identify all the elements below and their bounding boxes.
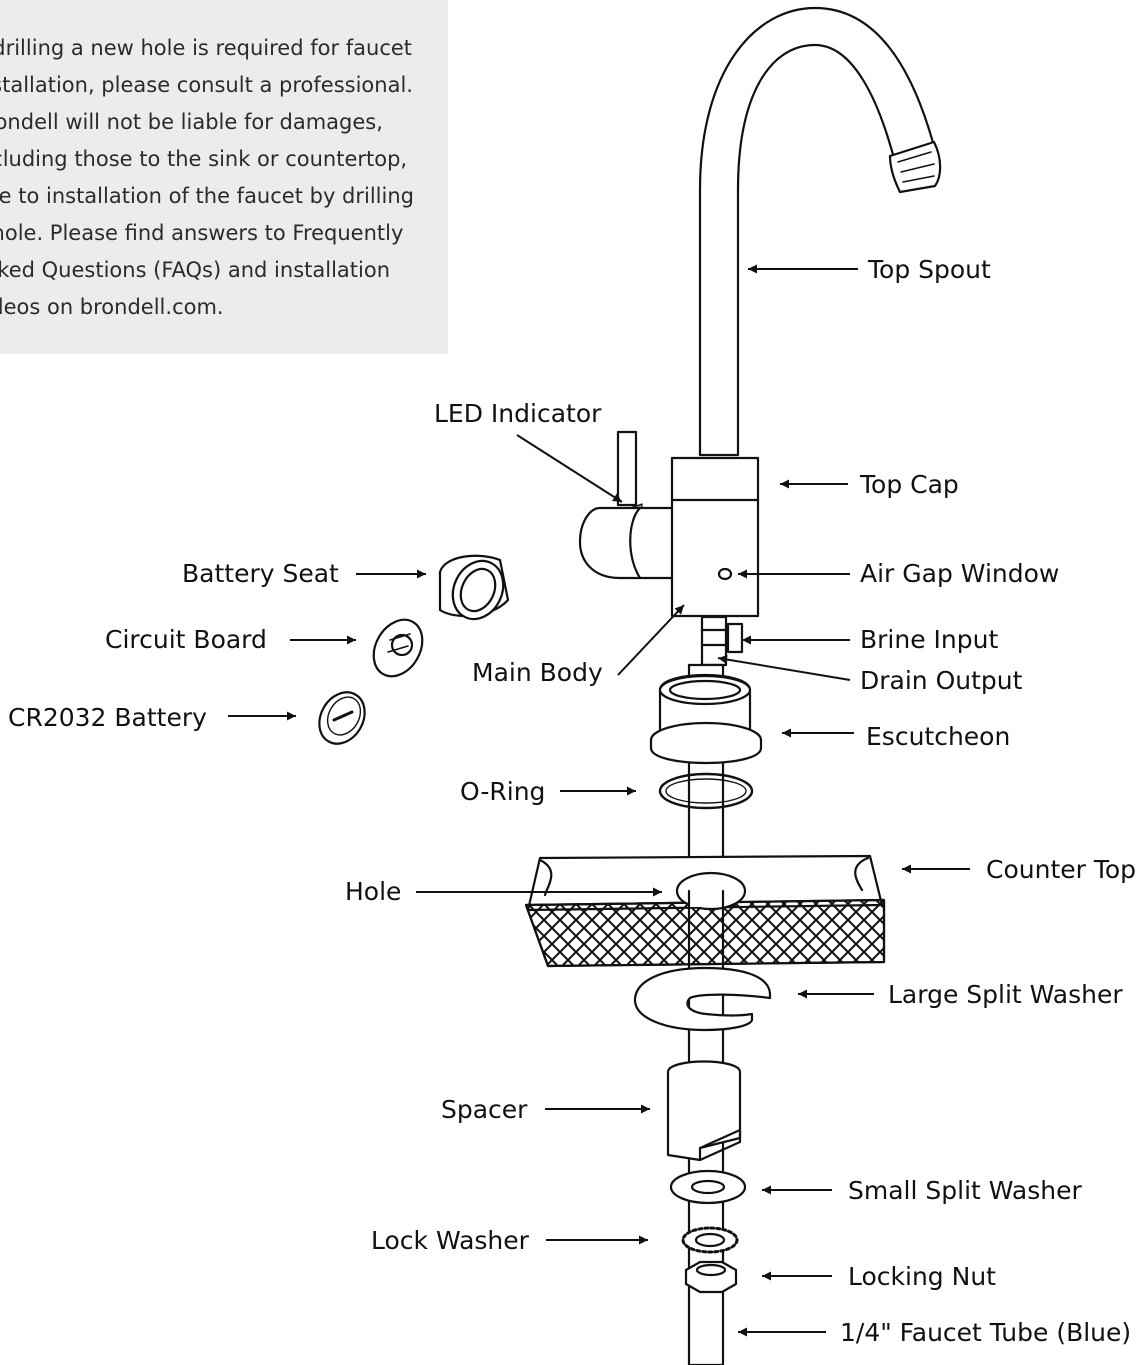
label-small-split-washer: Small Split Washer [848, 1176, 1082, 1205]
spacer-part [666, 1060, 742, 1162]
label-faucet-tube: 1/4" Faucet Tube (Blue) [840, 1318, 1131, 1347]
main-body-part [670, 456, 760, 618]
spout-tip-part [888, 140, 942, 194]
label-o-ring: O-Ring [460, 777, 545, 806]
cr2032-battery-part [318, 691, 366, 745]
label-drain-output: Drain Output [860, 666, 1023, 695]
label-top-cap: Top Cap [859, 470, 959, 499]
label-spacer: Spacer [441, 1095, 528, 1124]
handle-part [578, 506, 678, 580]
label-counter-top: Counter Top [986, 855, 1136, 884]
led-indicator-part [616, 430, 638, 507]
installation-notice: If drilling a new hole is required for f… [0, 0, 448, 354]
label-lock-washer: Lock Washer [371, 1226, 530, 1255]
label-hole: Hole [345, 877, 401, 906]
label-air-gap-window: Air Gap Window [860, 559, 1059, 588]
top-spout-part [698, 6, 937, 457]
label-cr2032-battery: CR2032 Battery [8, 703, 207, 732]
label-circuit-board: Circuit Board [105, 625, 267, 654]
o-ring-part [658, 772, 754, 810]
label-main-body: Main Body [472, 658, 603, 687]
battery-seat-part [438, 554, 510, 621]
notice-text: If drilling a new hole is required for f… [0, 36, 414, 319]
circuit-board-part [372, 618, 424, 678]
label-large-split-washer: Large Split Washer [888, 980, 1123, 1009]
label-top-spout: Top Spout [867, 255, 991, 284]
label-brine-input: Brine Input [860, 625, 998, 654]
label-locking-nut: Locking Nut [848, 1262, 996, 1291]
label-led-indicator: LED Indicator [434, 399, 602, 428]
label-escutcheon: Escutcheon [866, 722, 1010, 751]
large-split-washer-part [633, 966, 772, 1032]
label-battery-seat: Battery Seat [182, 559, 339, 588]
